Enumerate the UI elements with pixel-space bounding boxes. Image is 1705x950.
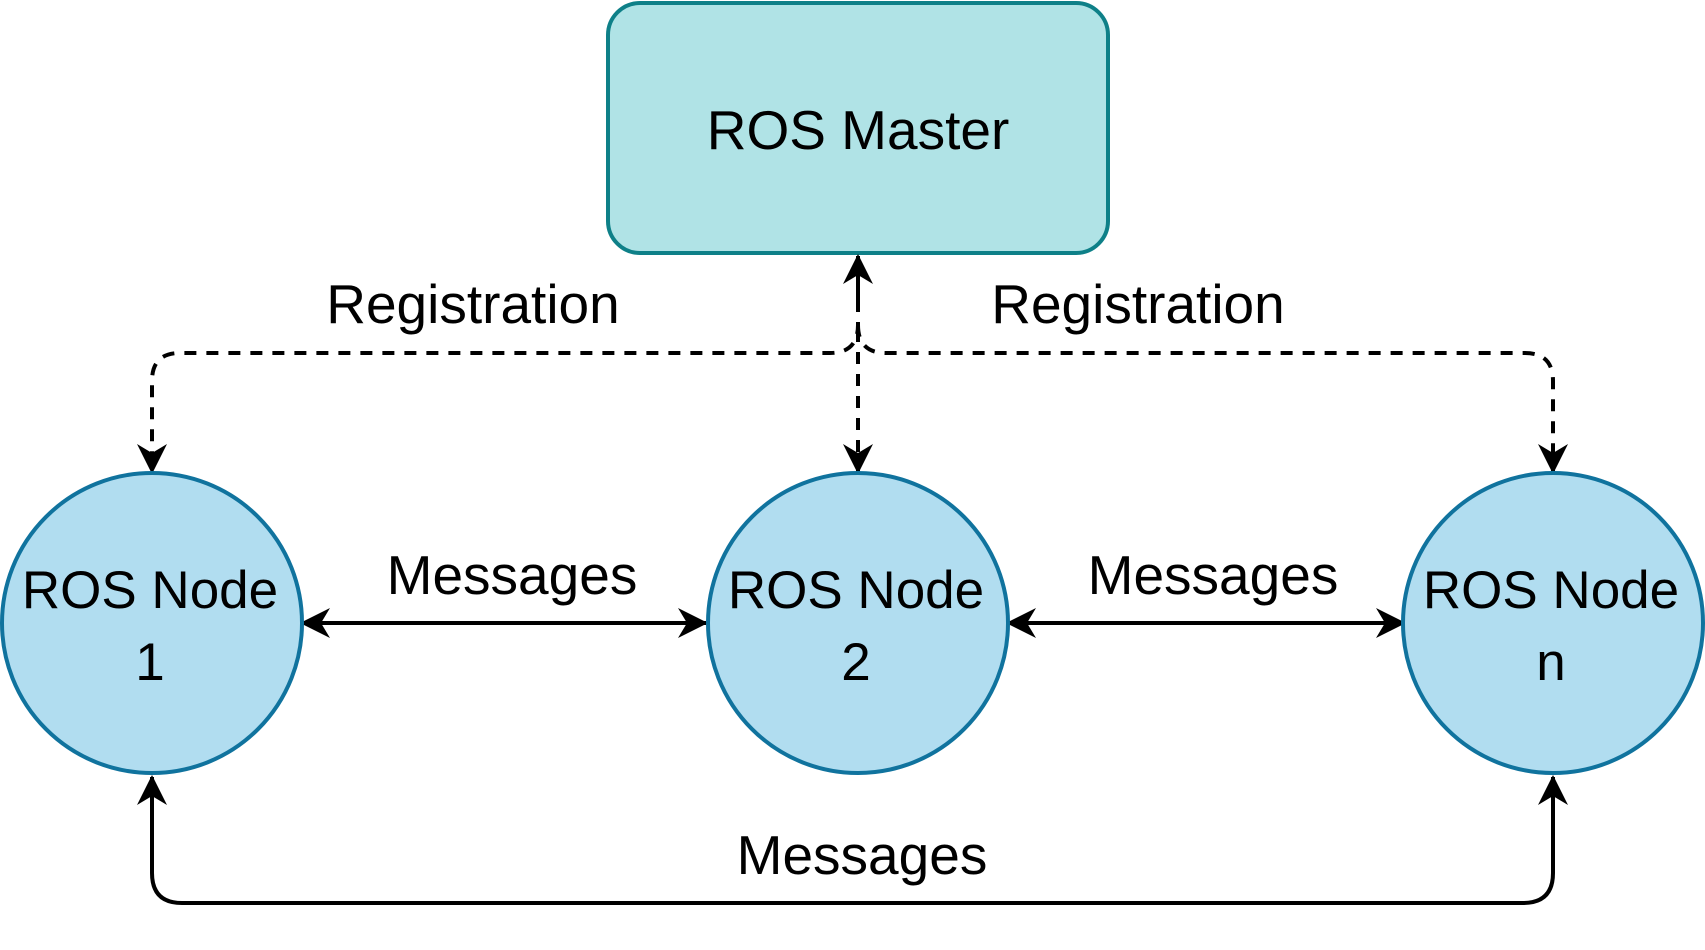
ros-node-n[interactable]: ROS Node n (1401, 471, 1705, 775)
ros-master-label: ROS Master (707, 99, 1010, 161)
ros-node-n-label-line1: ROS Node (1423, 561, 1679, 620)
ros-node-1-circle (0, 471, 304, 775)
ros-node-2-label-line2: 2 (841, 633, 870, 692)
ros-master[interactable]: ROS Master (606, 1, 1110, 255)
ros-node-n-label-line2: n (1536, 633, 1565, 692)
message-edges (137, 608, 1568, 905)
messages-label-2-n: Messages (1088, 544, 1339, 606)
ros-node-n-circle (1401, 471, 1705, 775)
ros-node-1-label-line1: ROS Node (22, 561, 278, 620)
ros-master-box (606, 1, 1110, 255)
ros-node-1-label-line2: 1 (135, 633, 164, 692)
messages-label-1-2: Messages (387, 544, 638, 606)
ros-node-2[interactable]: ROS Node 2 (706, 471, 1010, 775)
message-edge-1-n (150, 775, 1568, 905)
registration-label-left: Registration (326, 273, 619, 335)
registration-edge-node-n (856, 324, 1568, 474)
registration-label-right: Registration (991, 273, 1284, 335)
registration-edges (137, 254, 1568, 474)
ros-node-2-circle (706, 471, 1010, 775)
ros-node-2-label-line1: ROS Node (728, 561, 984, 620)
registration-edge-node-1 (137, 300, 860, 474)
ros-node-1[interactable]: ROS Node 1 (0, 471, 304, 775)
messages-label-1-n: Messages (737, 824, 988, 886)
